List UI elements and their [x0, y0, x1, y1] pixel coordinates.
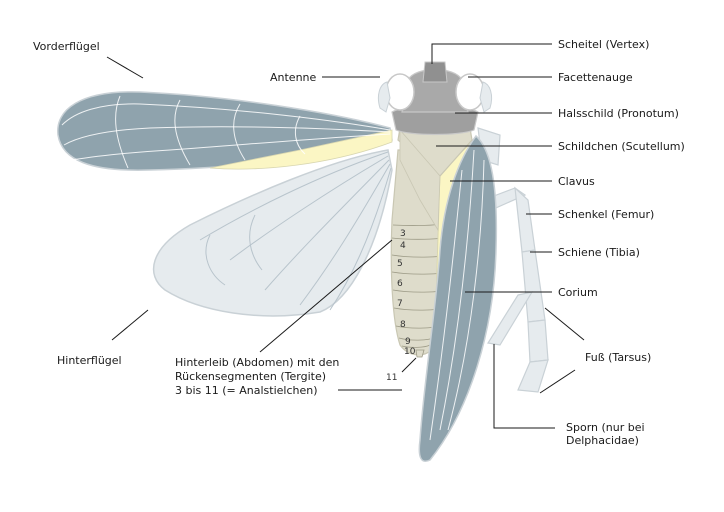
segment-number: 7: [397, 299, 403, 309]
label-clavus: Clavus: [558, 175, 595, 188]
label-sporn-line1: Sporn (nur bei: [566, 421, 645, 434]
segment-number: 6: [397, 279, 403, 289]
label-fuss: Fuß (Tarsus): [585, 351, 651, 364]
head: [377, 61, 493, 113]
label-vorderfluegel: Vorderflügel: [33, 40, 100, 53]
segment-number: 8: [400, 320, 406, 330]
label-abdomen-line1: Hinterleib (Abdomen) mit den: [175, 356, 339, 369]
fore-wing-left: [57, 91, 393, 171]
label-corium: Corium: [558, 286, 598, 299]
compound-eye-right: [455, 73, 485, 111]
segment-number: 11: [386, 373, 397, 383]
segment-number: 9: [405, 337, 411, 347]
segment-number: 10: [404, 347, 416, 357]
segment-number: 4: [400, 241, 406, 251]
label-sporn-line2: Delphacidae): [566, 434, 639, 447]
segment-number: 3: [400, 229, 406, 239]
antenna-right: [479, 81, 493, 113]
label-facettenauge: Facettenauge: [558, 71, 633, 84]
label-halsschild: Halsschild (Pronotum): [558, 107, 679, 120]
label-schildchen: Schildchen (Scutellum): [558, 140, 685, 153]
leader-lines: [106, 43, 585, 429]
label-abdomen-line3: 3 bis 11 (= Analstielchen): [175, 384, 318, 397]
labels: Vorderflügel Hinterflügel Antenne Scheit…: [33, 38, 685, 447]
fore-wing-right: [418, 134, 498, 462]
spur: [487, 291, 534, 346]
hind-wing-left: [152, 149, 393, 317]
label-scheitel: Scheitel (Vertex): [558, 38, 649, 51]
antenna-left: [377, 81, 391, 113]
label-antenne: Antenne: [270, 71, 317, 84]
vertex: [422, 61, 448, 83]
label-schiene: Schiene (Tibia): [558, 246, 640, 259]
label-hinterfluegel: Hinterflügel: [57, 354, 122, 367]
compound-eye-left: [385, 73, 415, 111]
segment-number: 5: [397, 259, 403, 269]
label-schenkel: Schenkel (Femur): [558, 208, 654, 221]
label-abdomen-line2: Rückensegmenten (Tergite): [175, 370, 326, 383]
segment-numbers: 3 4 5 6 7 8 9 10 11: [386, 229, 416, 383]
